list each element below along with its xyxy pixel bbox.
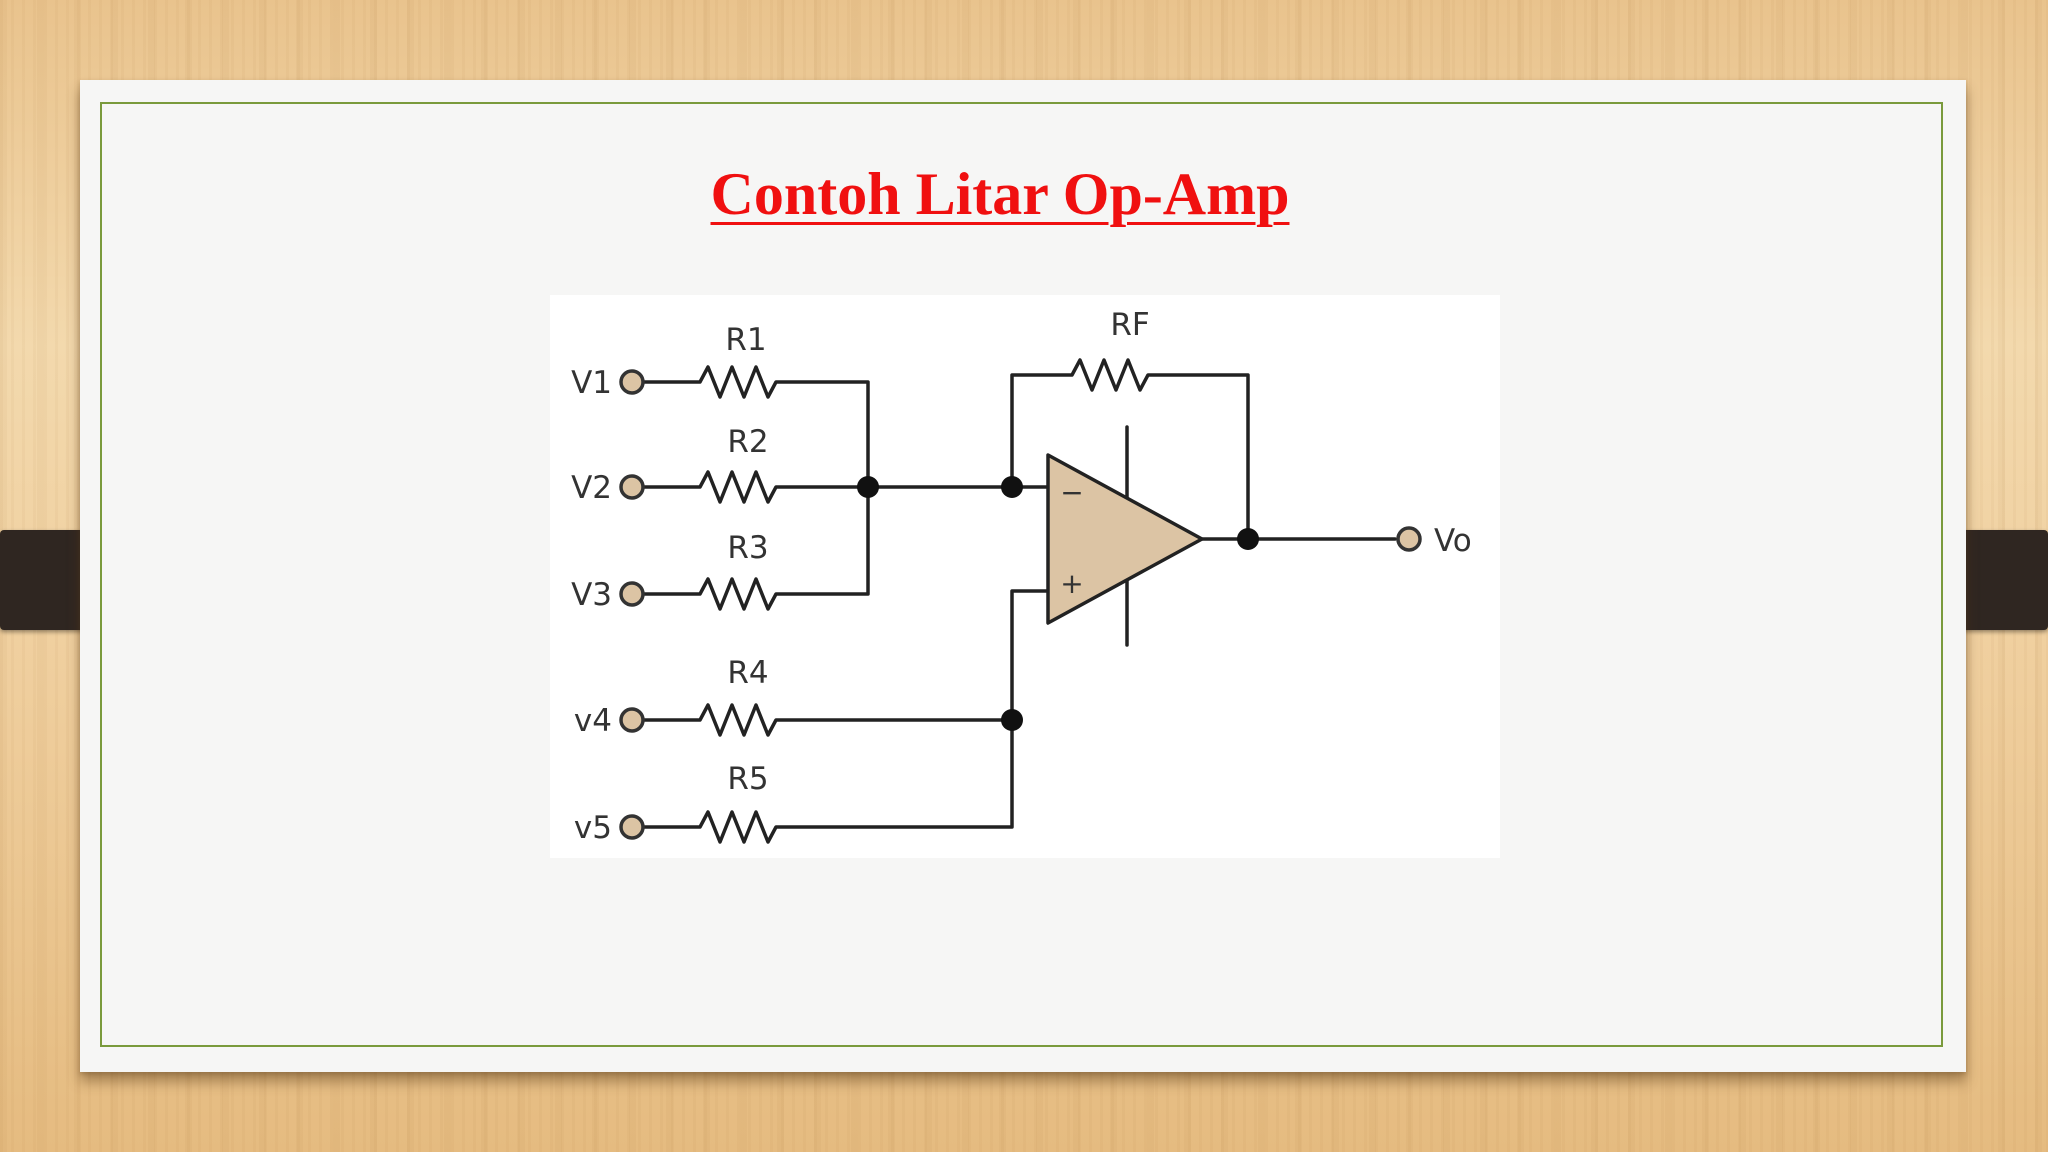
junction-output bbox=[1237, 528, 1259, 550]
label-v3: V3 bbox=[571, 577, 612, 613]
terminal-v4 bbox=[619, 707, 645, 733]
wire-r3 bbox=[630, 485, 870, 611]
op-amp-triangle bbox=[1046, 453, 1204, 625]
slide-title: Contoh Litar Op-Amp bbox=[710, 161, 1290, 227]
label-r4: R4 bbox=[727, 655, 768, 691]
label-r1: R1 bbox=[725, 322, 766, 358]
terminal-v3 bbox=[619, 581, 645, 607]
label-r5: R5 bbox=[727, 761, 768, 797]
terminal-vo bbox=[1396, 526, 1422, 552]
wire-r2 bbox=[630, 470, 1014, 504]
terminal-v2 bbox=[619, 474, 645, 500]
wire-feedback bbox=[1010, 358, 1250, 541]
terminal-v5 bbox=[619, 814, 645, 840]
label-v4: v4 bbox=[574, 703, 612, 739]
wire-noninverting-input bbox=[1010, 589, 1050, 722]
junction-inverting bbox=[1001, 476, 1023, 498]
inverting-symbol: − bbox=[1060, 476, 1083, 509]
wire-r4 bbox=[630, 703, 1014, 737]
junction-noninverting bbox=[1001, 709, 1023, 731]
wire-r5 bbox=[630, 718, 1014, 844]
label-v1: V1 bbox=[571, 365, 612, 401]
label-rf: RF bbox=[1110, 307, 1149, 343]
op-amp-circuit-diagram: − + V1 V2 V3 v4 v5 R1 R2 R3 R4 R5 RF bbox=[550, 295, 1500, 858]
terminal-v1 bbox=[619, 369, 645, 395]
label-r3: R3 bbox=[727, 530, 768, 566]
label-v2: V2 bbox=[571, 470, 612, 506]
junction-sum bbox=[857, 476, 879, 498]
label-vo: Vo bbox=[1434, 523, 1472, 559]
label-r2: R2 bbox=[727, 424, 768, 460]
label-v5: v5 bbox=[574, 810, 612, 846]
noninverting-symbol: + bbox=[1060, 567, 1083, 600]
slide-border bbox=[100, 102, 1943, 1047]
wire-r1 bbox=[630, 365, 870, 489]
